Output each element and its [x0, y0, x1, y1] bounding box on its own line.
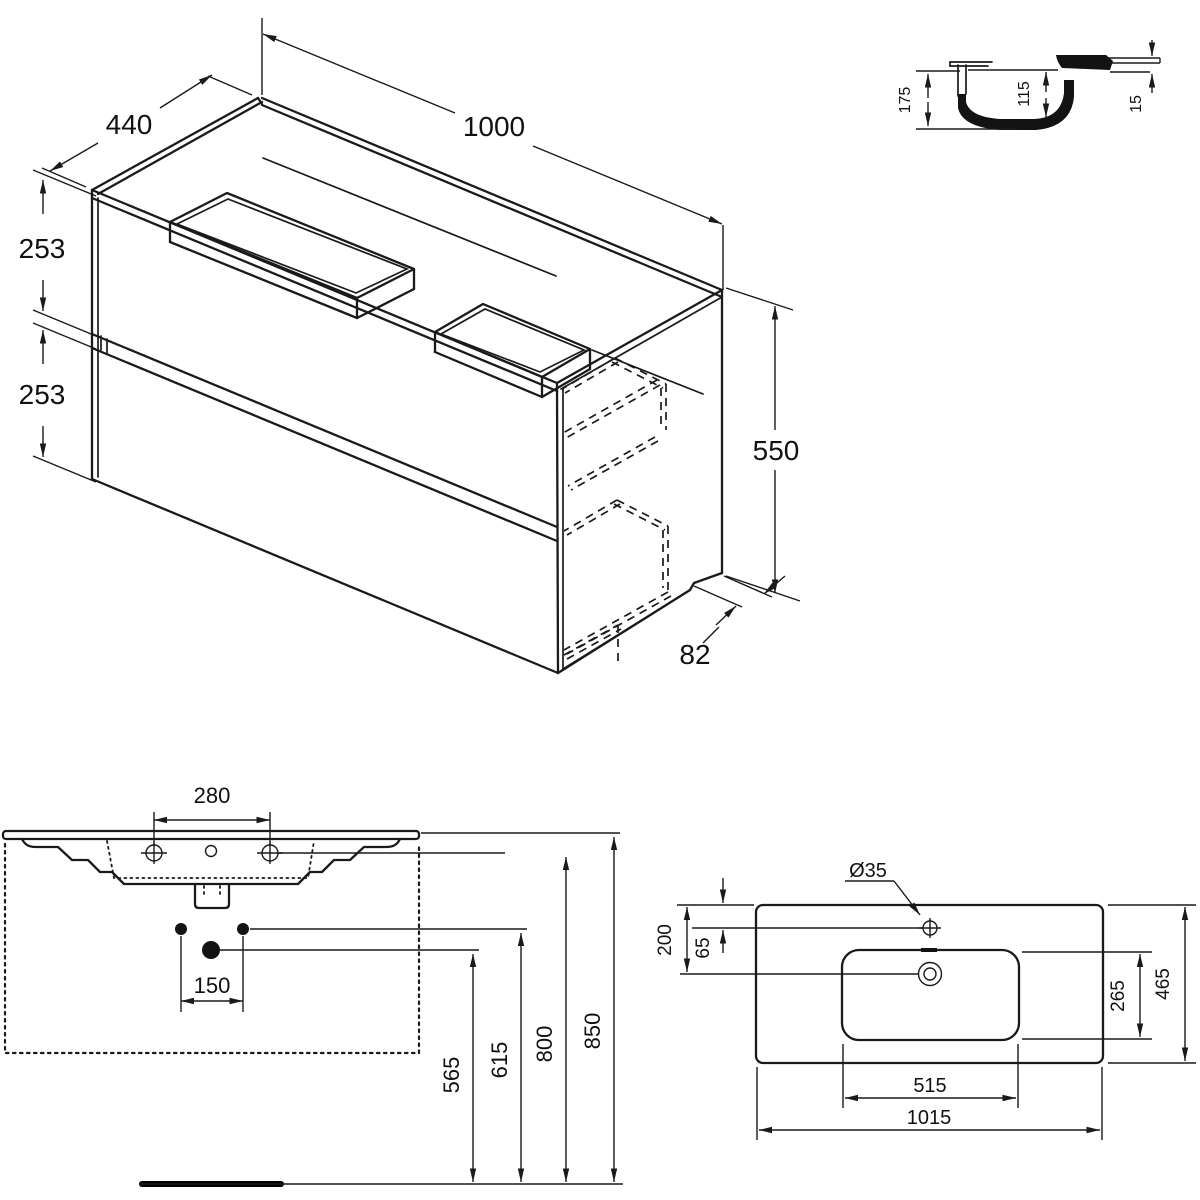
dim-253-upper: 253: [19, 169, 97, 337]
basin-outline-top: [754, 903, 1105, 1065]
tap-hole-top: [692, 918, 941, 938]
dim-565-label: 565: [439, 1057, 464, 1094]
dim-253-upper-label: 253: [19, 233, 66, 264]
basin-top-view: Ø35 200 65 265 465: [655, 860, 1196, 1140]
dim-615-label: 615: [487, 1042, 512, 1079]
dim-253-lower-label: 253: [19, 379, 66, 410]
dim-565: 565: [439, 954, 477, 1182]
dim-465-label: 465: [1153, 968, 1174, 1000]
hidden-drawer-box-lines: [561, 357, 672, 662]
dim-150-label: 150: [194, 973, 231, 998]
dim-15: 15: [1128, 40, 1156, 113]
dim-115: 115: [1016, 72, 1050, 117]
dim-tap-diameter-label: Ø35: [849, 860, 887, 882]
dim-280-label: 280: [194, 783, 231, 808]
dim-1000: 1000: [261, 18, 724, 290]
dim-82-label: 82: [679, 639, 710, 670]
bowl-outline-top: [840, 948, 1021, 1042]
isometric-cabinet-view: 1000 440 253 253: [19, 18, 801, 675]
dim-65: 65: [693, 878, 727, 959]
dim-515: 515: [842, 1044, 1019, 1108]
mounting-points: [175, 923, 249, 959]
dim-175: 175: [897, 70, 1018, 130]
tap-holes-front: [141, 842, 283, 864]
dim-850: 850: [580, 837, 618, 1182]
dim-440: 440: [41, 74, 253, 188]
dim-82: 82: [679, 575, 786, 670]
upper-drawer-right-tub: [433, 302, 592, 399]
basin-front-view: 280 150 565 615 800: [1, 783, 623, 1187]
dim-265-label: 265: [1108, 980, 1129, 1012]
dim-200: 200: [655, 904, 754, 972]
dim-200-label: 200: [655, 924, 676, 956]
dim-253-lower: 253: [19, 322, 97, 483]
dim-tap-diameter: Ø35: [845, 860, 921, 916]
dim-150: 150: [180, 936, 244, 1012]
basin-rim: [1, 829, 421, 841]
dim-515-label: 515: [913, 1075, 946, 1097]
dim-1015-label: 1015: [907, 1107, 952, 1129]
dim-550: 550: [725, 287, 801, 602]
basin-section-view: 175 115 15: [897, 40, 1161, 130]
dim-800-label: 800: [532, 1026, 557, 1063]
dim-280: 280: [153, 783, 271, 846]
dim-440-label: 440: [106, 109, 153, 140]
dim-550-label: 550: [753, 435, 800, 466]
dim-65-label: 65: [693, 937, 714, 958]
dim-115-label: 115: [1016, 81, 1033, 107]
dim-265: 265: [1022, 951, 1152, 1040]
dim-615: 615: [487, 933, 525, 1182]
dim-15-label: 15: [1128, 95, 1145, 113]
dim-465: 465: [1108, 904, 1196, 1064]
dim-1000-label: 1000: [463, 111, 525, 142]
drain-hole-top: [680, 961, 943, 987]
upper-drawer-left-tub: [168, 191, 416, 320]
dim-850-label: 850: [580, 1013, 605, 1050]
dim-175-label: 175: [897, 87, 914, 114]
dim-1015: 1015: [756, 1067, 1103, 1140]
dim-800: 800: [532, 857, 570, 1182]
